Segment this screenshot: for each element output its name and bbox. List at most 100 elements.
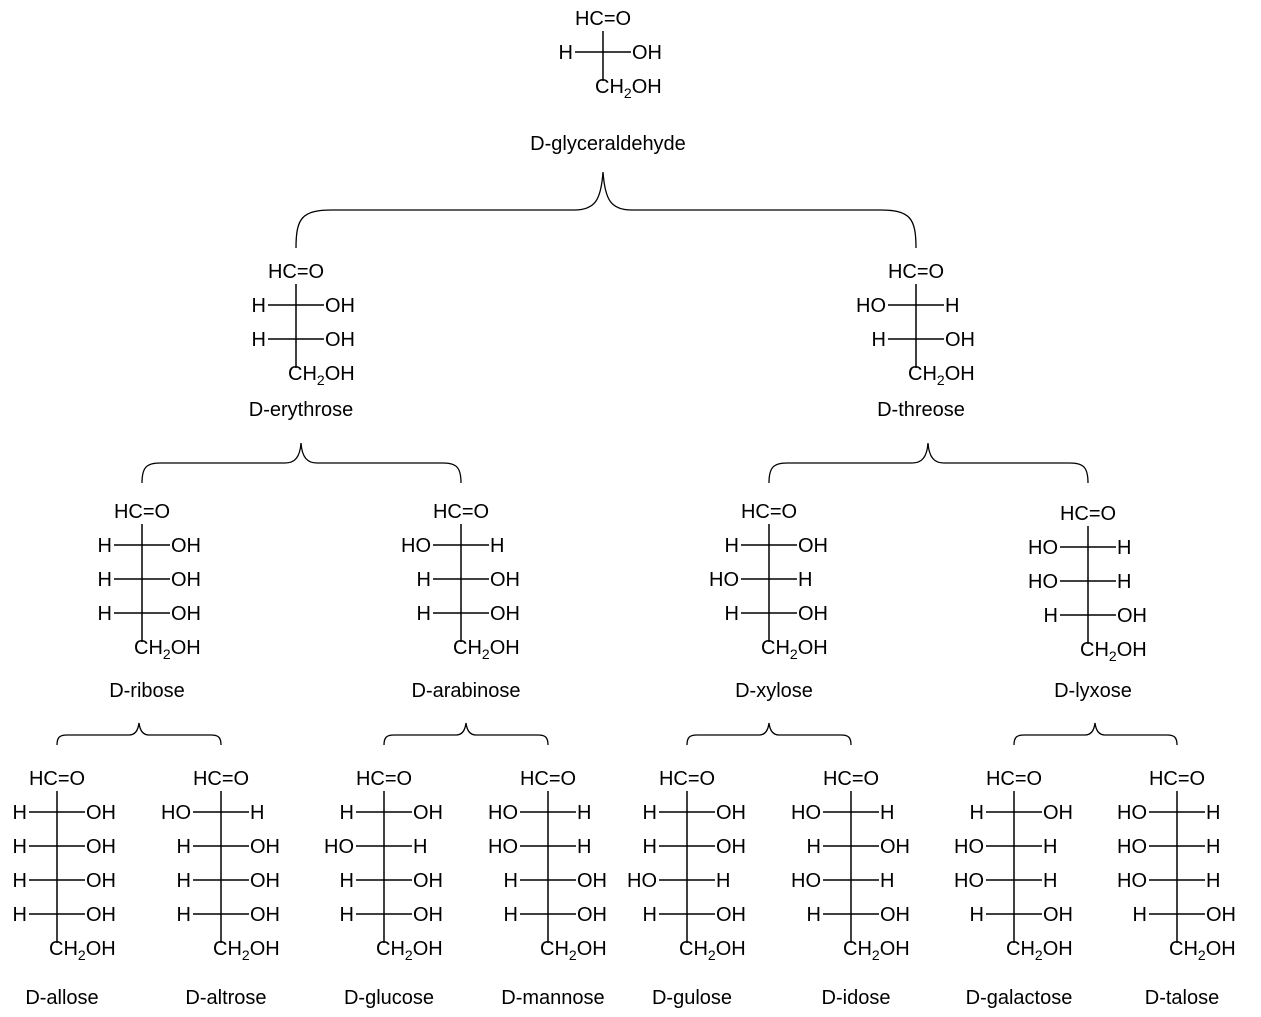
hydrogen-left: H [970, 802, 984, 824]
aldehyde-group: HC=O [29, 768, 85, 790]
sugar-name-ribose: D-ribose [109, 680, 185, 702]
hydroxyl-right: OH [632, 42, 662, 64]
terminal-ch2oh: CH2OH [595, 76, 662, 101]
aldehyde-group: HC=O [741, 501, 797, 523]
hydroxyl-left: HO [324, 836, 354, 858]
hydrogen-left: H [1133, 904, 1147, 926]
hydroxyl-left: HO [791, 802, 821, 824]
hydroxyl-left: HO [954, 836, 984, 858]
brace-threose-to-pentoses [768, 442, 1089, 484]
hydrogen-left: H [807, 904, 821, 926]
hydrogen-right: H [716, 870, 730, 892]
sugar-name-allose: D-allose [25, 987, 98, 1009]
hydrogen-left: H [13, 870, 27, 892]
hydrogen-left: H [643, 836, 657, 858]
hydrogen-left: H [417, 603, 431, 625]
sugar-name-altrose: D-altrose [185, 987, 266, 1009]
hydroxyl-left: HO [627, 870, 657, 892]
sugar-name-gulose: D-gulose [652, 987, 732, 1009]
sugar-name-lyxose: D-lyxose [1054, 680, 1132, 702]
terminal-ch2oh: CH2OH [908, 363, 975, 388]
hydroxyl-left: HO [856, 295, 886, 317]
hydrogen-left: H [807, 836, 821, 858]
aldehyde-group: HC=O [575, 8, 631, 30]
hydroxyl-left: HO [1028, 571, 1058, 593]
sugar-name-idose: D-idose [822, 987, 891, 1009]
hydroxyl-left: HO [488, 836, 518, 858]
hydrogen-left: H [13, 836, 27, 858]
aldehyde-group: HC=O [1149, 768, 1205, 790]
hydroxyl-right: OH [171, 569, 201, 591]
hydroxyl-left: HO [401, 535, 431, 557]
hydrogen-left: H [13, 802, 27, 824]
terminal-ch2oh: CH2OH [1169, 938, 1236, 963]
hydroxyl-right: OH [1117, 605, 1147, 627]
hydrogen-left: H [177, 904, 191, 926]
hydrogen-right: H [250, 802, 264, 824]
hydroxyl-right: OH [171, 535, 201, 557]
brace-glyceraldehyde-to-tetroses [295, 171, 917, 249]
hydrogen-left: H [98, 569, 112, 591]
hydrogen-right: H [1043, 870, 1057, 892]
sugar-name-threose: D-threose [877, 399, 965, 421]
sugar-name-mannose: D-mannose [501, 987, 604, 1009]
hydroxyl-right: OH [1206, 904, 1236, 926]
aldehyde-group: HC=O [268, 261, 324, 283]
aldehyde-group: HC=O [1060, 503, 1116, 525]
hydrogen-left: H [970, 904, 984, 926]
hydroxyl-left: HO [1117, 836, 1147, 858]
hydrogen-right: H [1117, 571, 1131, 593]
brace-ribose-to-hexoses [56, 722, 222, 746]
sugar-name-talose: D-talose [1145, 987, 1219, 1009]
hydrogen-left: H [98, 603, 112, 625]
hydroxyl-right: OH [577, 870, 607, 892]
hydrogen-right: H [577, 802, 591, 824]
aldehyde-group: HC=O [114, 501, 170, 523]
hydroxyl-left: HO [791, 870, 821, 892]
hydroxyl-right: OH [86, 904, 116, 926]
aldehyde-group: HC=O [888, 261, 944, 283]
hydrogen-left: H [1044, 605, 1058, 627]
hydroxyl-right: OH [880, 904, 910, 926]
hydroxyl-right: OH [250, 836, 280, 858]
hydrogen-right: H [413, 836, 427, 858]
hydroxyl-right: OH [798, 603, 828, 625]
hydroxyl-left: HO [488, 802, 518, 824]
hydrogen-left: H [872, 329, 886, 351]
terminal-ch2oh: CH2OH [540, 938, 607, 963]
aldehyde-group: HC=O [823, 768, 879, 790]
hydroxyl-right: OH [1043, 802, 1073, 824]
hydroxyl-right: OH [86, 836, 116, 858]
brace-lyxose-to-hexoses [1013, 722, 1178, 746]
hydroxyl-right: OH [716, 904, 746, 926]
hydrogen-left: H [643, 904, 657, 926]
aldehyde-group: HC=O [433, 501, 489, 523]
hydrogen-left: H [504, 904, 518, 926]
hydroxyl-right: OH [490, 603, 520, 625]
hydrogen-right: H [798, 569, 812, 591]
terminal-ch2oh: CH2OH [288, 363, 355, 388]
hydrogen-left: H [340, 904, 354, 926]
hydroxyl-right: OH [325, 295, 355, 317]
hydroxyl-left: HO [1117, 870, 1147, 892]
hydrogen-left: H [504, 870, 518, 892]
hydroxyl-left: HO [1117, 802, 1147, 824]
aldehyde-group: HC=O [356, 768, 412, 790]
hydroxyl-right: OH [86, 870, 116, 892]
hydroxyl-right: OH [325, 329, 355, 351]
hydroxyl-right: OH [171, 603, 201, 625]
hydroxyl-right: OH [250, 870, 280, 892]
aldehyde-group: HC=O [986, 768, 1042, 790]
terminal-ch2oh: CH2OH [1080, 639, 1147, 664]
hydroxyl-left: HO [1028, 537, 1058, 559]
